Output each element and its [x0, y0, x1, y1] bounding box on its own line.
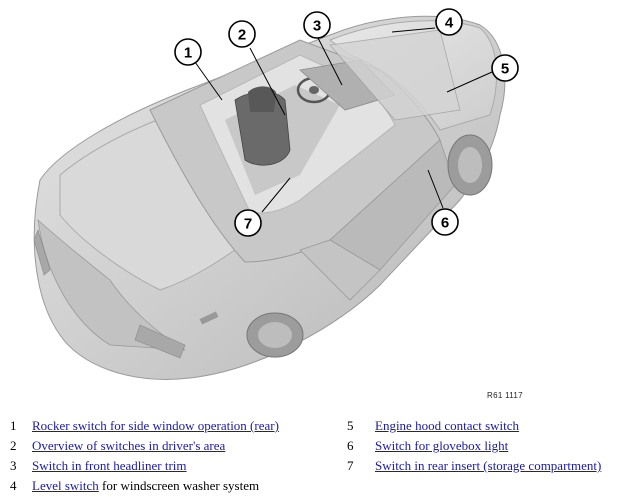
callout-number: 6 — [441, 215, 449, 232]
callout-number: 7 — [244, 216, 252, 233]
legend-number: 3 — [10, 458, 17, 473]
callout-7: 7 — [234, 209, 262, 237]
link-rear-insert-switch[interactable]: Switch in rear insert (storage compartme… — [375, 458, 602, 473]
legend-number: 1 — [10, 418, 17, 433]
legend-item-1: 1 Rocker switch for side window operation… — [10, 418, 279, 434]
callout-number: 1 — [184, 45, 192, 62]
legend-item-6: 6 Switch for glovebox light — [347, 438, 508, 454]
callout-4: 4 — [435, 8, 463, 36]
legend-item-2: 2 Overview of switches in driver's area — [10, 438, 225, 454]
callout-6: 6 — [431, 208, 459, 236]
legend-item-5: 5 Engine hood contact switch — [347, 418, 519, 434]
callout-3: 3 — [303, 11, 331, 39]
callout-1: 1 — [174, 38, 202, 66]
legend-item-3: 3 Switch in front headliner trim — [10, 458, 187, 474]
legend-item-7: 7 Switch in rear insert (storage compartm… — [347, 458, 601, 474]
link-glovebox-light-switch[interactable]: Switch for glovebox light — [375, 438, 509, 453]
link-driver-area-switches[interactable]: Overview of switches in driver's area — [32, 438, 226, 453]
legend-item-4: 4 Level switch for windscreen washer syst… — [10, 478, 259, 494]
legend-number: 2 — [10, 438, 17, 453]
legend-number: 5 — [347, 418, 354, 433]
callout-number: 5 — [501, 61, 509, 78]
car-switch-location-diagram: 1 2 3 4 5 6 7 — [33, 8, 519, 380]
link-rocker-switch-side-window[interactable]: Rocker switch for side window operation … — [32, 418, 279, 433]
figure-reference: R61 1117 — [487, 391, 523, 400]
callout-number: 4 — [445, 15, 454, 32]
link-level-switch[interactable]: Level switch — [32, 478, 99, 493]
legend-number: 4 — [10, 478, 17, 493]
legend-suffix: for windscreen washer system — [98, 478, 260, 493]
callout-2: 2 — [228, 20, 256, 48]
link-front-headliner-switch[interactable]: Switch in front headliner trim — [32, 458, 187, 473]
link-engine-hood-contact-switch[interactable]: Engine hood contact switch — [375, 418, 520, 433]
car-body — [33, 15, 506, 380]
callout-number: 2 — [238, 27, 246, 44]
leader-lines — [194, 27, 493, 213]
legend-number: 6 — [347, 438, 354, 453]
callout-number: 3 — [313, 18, 321, 35]
legend-number: 7 — [347, 458, 354, 473]
callout-5: 5 — [491, 54, 519, 82]
